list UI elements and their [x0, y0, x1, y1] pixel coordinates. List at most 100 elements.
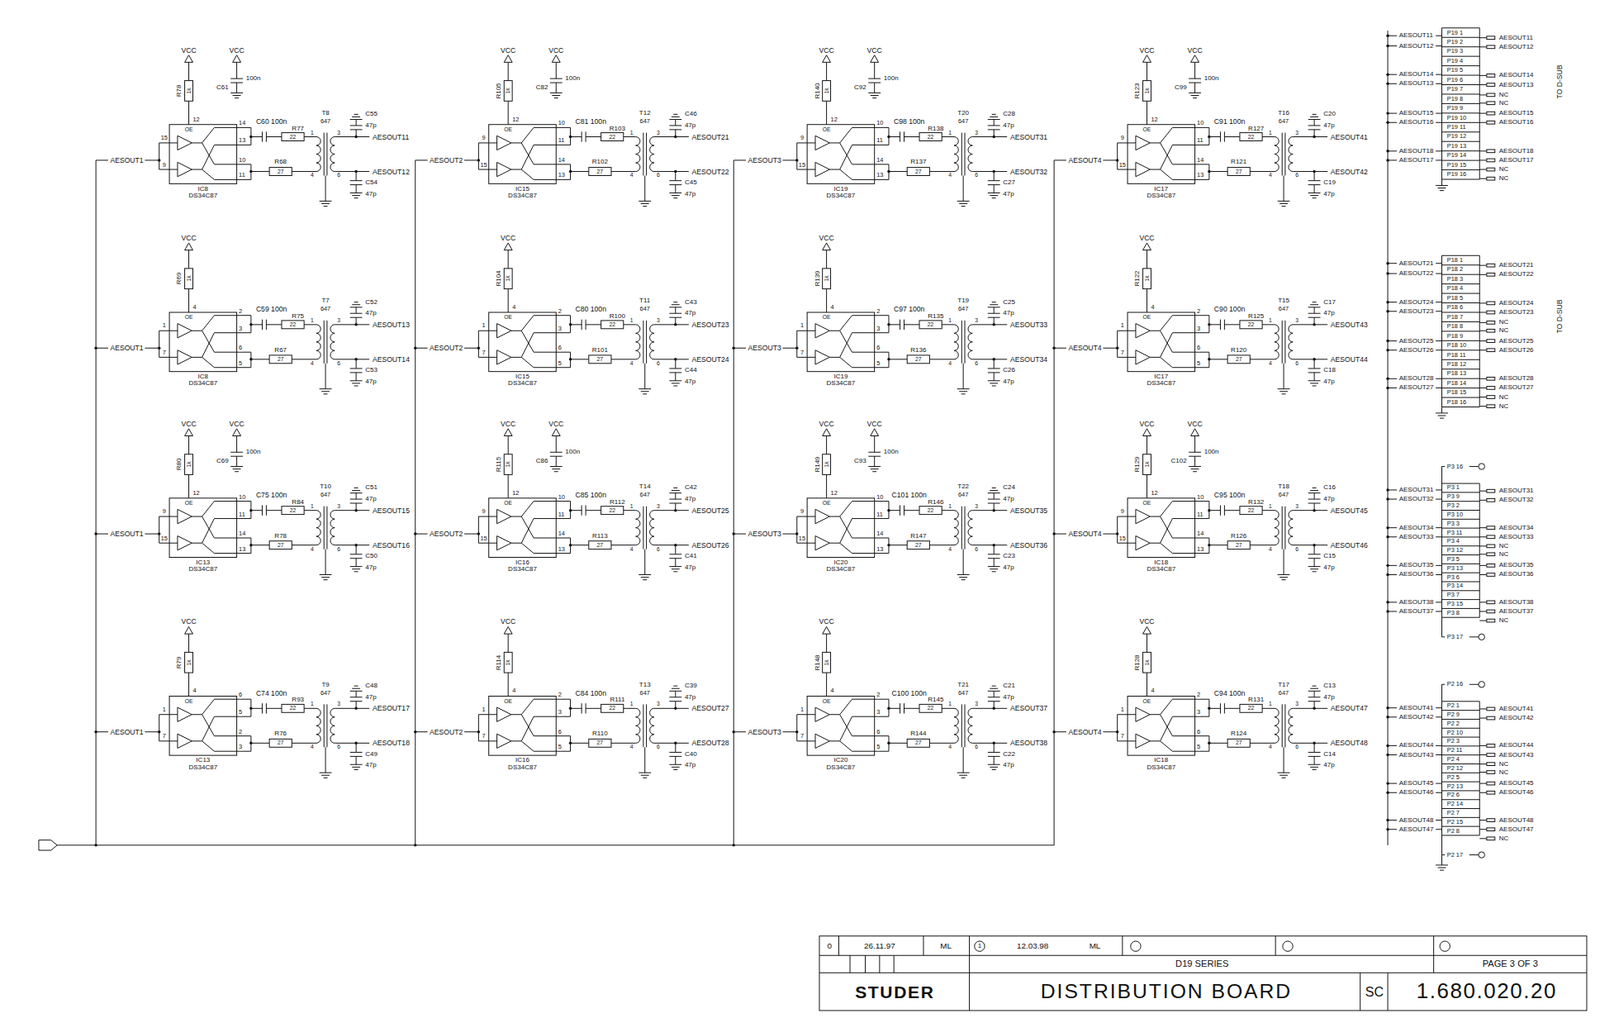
buffer-symbol	[497, 733, 512, 748]
signal-bus	[414, 160, 416, 846]
part-value: 27	[597, 740, 604, 746]
part-value: 27	[915, 356, 922, 362]
part-name: IC16	[515, 756, 530, 764]
junction-dot	[94, 730, 97, 733]
wire	[325, 549, 327, 575]
terminal-symbol	[1486, 167, 1496, 171]
wire	[511, 315, 556, 368]
pin-number: 6	[1295, 360, 1299, 366]
part-value: 22	[1248, 133, 1255, 140]
transformer-winding	[968, 510, 973, 546]
junction-dot	[477, 346, 480, 350]
connector-pin: P18 11	[1447, 351, 1467, 358]
junction-dot	[1386, 609, 1389, 613]
net-label: AESOUT18	[1399, 147, 1434, 155]
part-name: IC13	[195, 756, 210, 764]
wire	[1479, 46, 1487, 48]
junction-dot	[413, 531, 417, 535]
wire	[993, 742, 995, 765]
part-name: T20	[957, 109, 969, 117]
pin-number: 6	[1295, 545, 1299, 552]
resistor-symbol	[1239, 320, 1263, 329]
part-name: C101 100n	[892, 491, 927, 499]
pin-number: 11	[876, 137, 884, 144]
wire	[1479, 302, 1487, 304]
pin-number: 10	[1196, 120, 1204, 127]
pin-number: 13	[238, 137, 246, 144]
wire	[782, 516, 808, 543]
driver-channel	[731, 626, 1007, 778]
net-label: AESOUT11	[1399, 32, 1434, 39]
ground-symbol	[669, 302, 682, 308]
ic-type: DS34C87	[826, 764, 856, 771]
part-name: C25	[1002, 299, 1016, 306]
wire	[585, 707, 602, 709]
wire	[334, 137, 370, 172]
junction-dot	[569, 707, 572, 710]
connector-pin: P3 11	[1447, 529, 1463, 536]
pin-number: 3	[337, 317, 341, 323]
wire	[826, 672, 827, 696]
ic-body	[807, 124, 875, 185]
part-name: R68	[274, 158, 287, 166]
wire	[508, 633, 509, 652]
pin-number: 12	[1150, 489, 1158, 496]
drawing-number: 1.680.020.20	[1416, 980, 1558, 1002]
wire	[1283, 549, 1285, 575]
pin-number: 1	[630, 317, 634, 323]
part-name: C26	[1002, 366, 1016, 374]
supply-symbol	[503, 626, 513, 634]
terminal-symbol	[1486, 263, 1496, 267]
part-value: 22	[289, 507, 297, 513]
part-name: C17	[1323, 299, 1336, 306]
part-value: 647	[320, 306, 331, 313]
supply-label: VCC	[1139, 617, 1154, 626]
wire	[782, 330, 808, 357]
pin-number: 7	[481, 349, 485, 356]
transformer-core	[323, 506, 328, 550]
pin-number: 4	[1150, 303, 1154, 310]
pin-number: 3	[974, 503, 979, 509]
part-value: 100n	[883, 448, 899, 456]
wire	[1224, 509, 1240, 511]
wire	[807, 142, 816, 170]
wire	[1249, 137, 1275, 172]
wire	[674, 171, 676, 194]
wire	[1479, 84, 1487, 86]
wire	[873, 435, 875, 466]
resistor-symbol	[919, 506, 942, 515]
junction-dot	[1207, 543, 1211, 546]
pin-number: 9	[1120, 508, 1125, 514]
resistor-symbol	[906, 541, 930, 550]
part-value: 47p	[684, 761, 696, 769]
wire	[144, 714, 170, 741]
part-value: 647	[640, 306, 651, 313]
terminal-symbol	[1486, 781, 1496, 785]
connector-pin: P2 6	[1447, 792, 1460, 798]
wire	[508, 474, 509, 498]
junction-dot	[249, 508, 252, 512]
part-name: R125	[1248, 313, 1264, 320]
net-label: AESOUT33	[1399, 533, 1434, 541]
net-label: NC	[1499, 166, 1510, 173]
net-label: AESOUT31	[1010, 132, 1048, 141]
part-value: 1k	[505, 87, 512, 94]
pin-number: 15	[798, 161, 806, 168]
driver-channel	[413, 242, 689, 395]
transformer-core	[961, 320, 965, 364]
wire	[1479, 771, 1487, 773]
terminal-circle	[1478, 681, 1485, 688]
wire	[1149, 501, 1195, 554]
part-name: C44	[684, 366, 698, 374]
pin-number: 3	[1196, 325, 1201, 332]
transformer-winding	[1288, 510, 1293, 546]
transformer-core	[961, 506, 965, 550]
pin-number: 11	[558, 137, 565, 144]
pin-number: 4	[948, 744, 952, 751]
wire	[188, 474, 190, 498]
resistor-symbol	[588, 167, 612, 176]
junction-dot	[674, 543, 677, 546]
part-name: C82	[536, 84, 549, 91]
net-label: AESOUT15	[1499, 109, 1534, 117]
ground-symbol	[319, 772, 333, 778]
